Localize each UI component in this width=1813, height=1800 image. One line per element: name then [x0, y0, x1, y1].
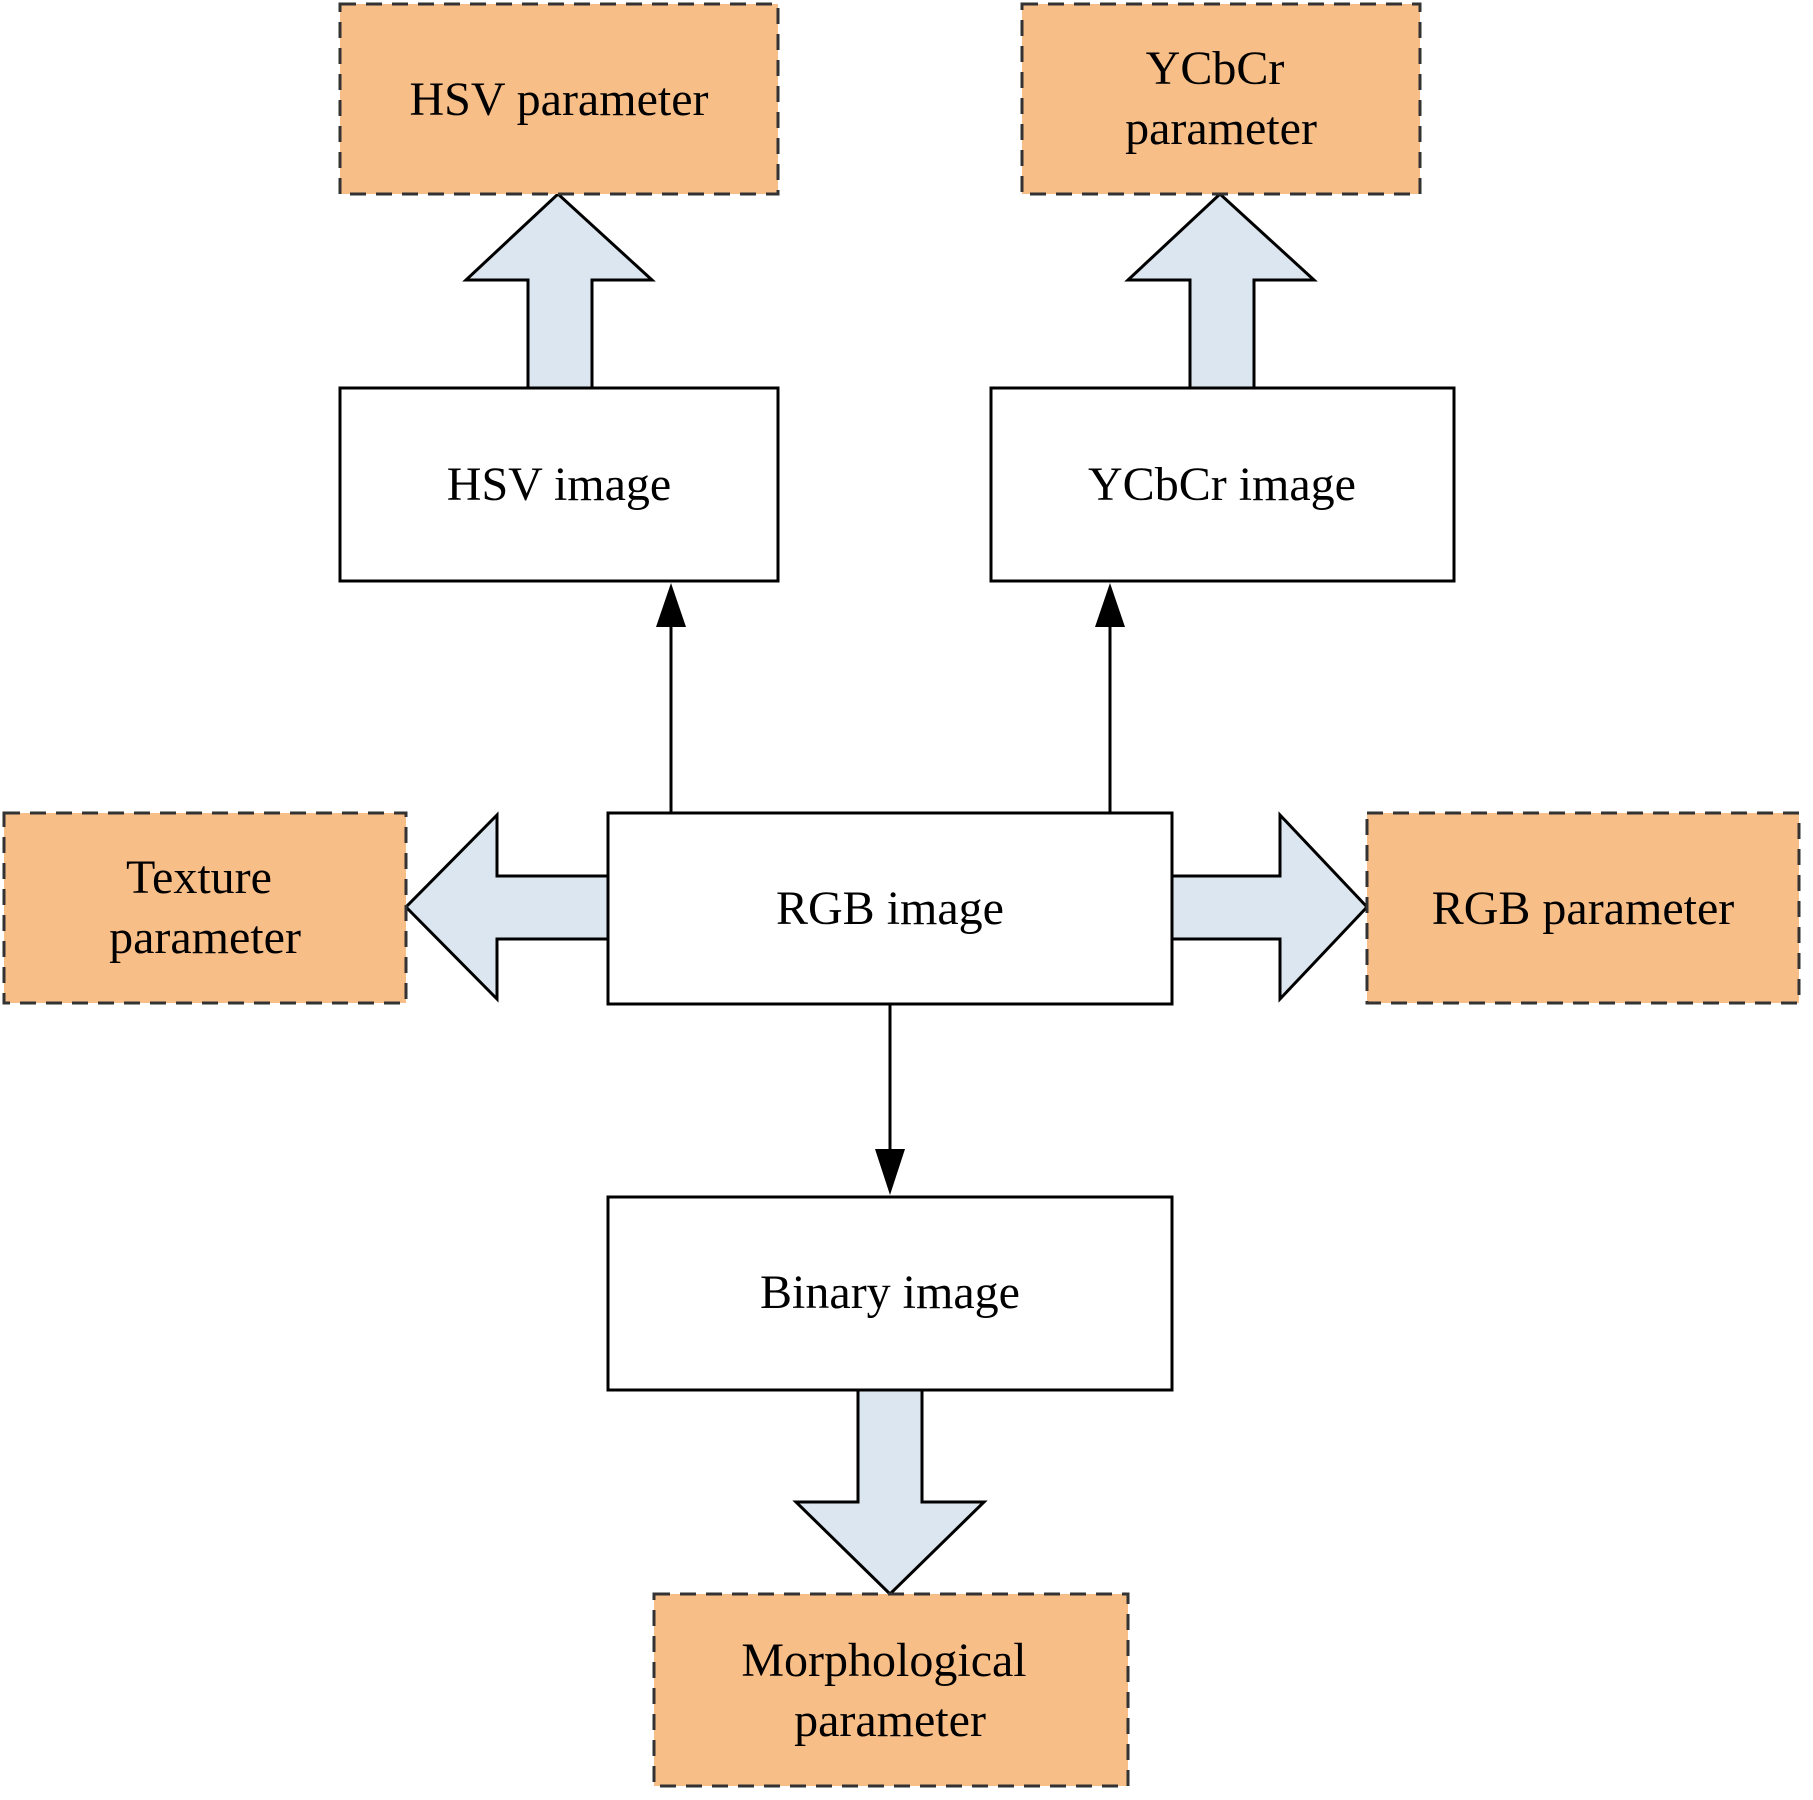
arrow-rgb-to-binary-head: [875, 1149, 905, 1195]
texture-parameter-label: Texture parameter: [109, 851, 301, 964]
hsv-parameter-label: HSV parameter: [409, 73, 708, 126]
rgb-image-box: [606, 811, 1174, 1006]
ycbcr-image-label: YCbCr image: [1088, 458, 1356, 511]
morphological-parameter-label: Morphological parameter: [741, 1634, 1038, 1747]
ycbcr-image-box: [989, 386, 1456, 583]
binary-image-label: Binary image: [760, 1266, 1020, 1319]
arrow-rgb-to-ycbcr-head: [1095, 583, 1125, 627]
morphological-parameter-box: [652, 1592, 1130, 1788]
hsv-image-box: [338, 386, 780, 583]
hsv-parameter-box: [338, 2, 780, 196]
block-arrow-rgb-right: [1170, 811, 1370, 1003]
block-arrow-morphological-down: [792, 1388, 988, 1597]
arrow-rgb-to-hsv-head: [656, 583, 686, 627]
rgb-parameter-label: RGB parameter: [1432, 882, 1735, 935]
rgb-image-label: RGB image: [776, 882, 1004, 935]
ycbcr-parameter-box: [1020, 2, 1422, 196]
binary-image-box: [606, 1195, 1174, 1392]
rgb-parameter-box: [1365, 811, 1801, 1005]
hsv-image-label: HSV image: [447, 458, 671, 511]
ycbcr-parameter-label: YCbCr parameter: [1125, 42, 1317, 155]
block-arrow-ycbcr-up: [1124, 191, 1318, 390]
texture-parameter-box: [2, 811, 408, 1005]
block-arrow-hsv-up: [462, 191, 656, 390]
block-arrow-texture-left: [403, 811, 610, 1003]
